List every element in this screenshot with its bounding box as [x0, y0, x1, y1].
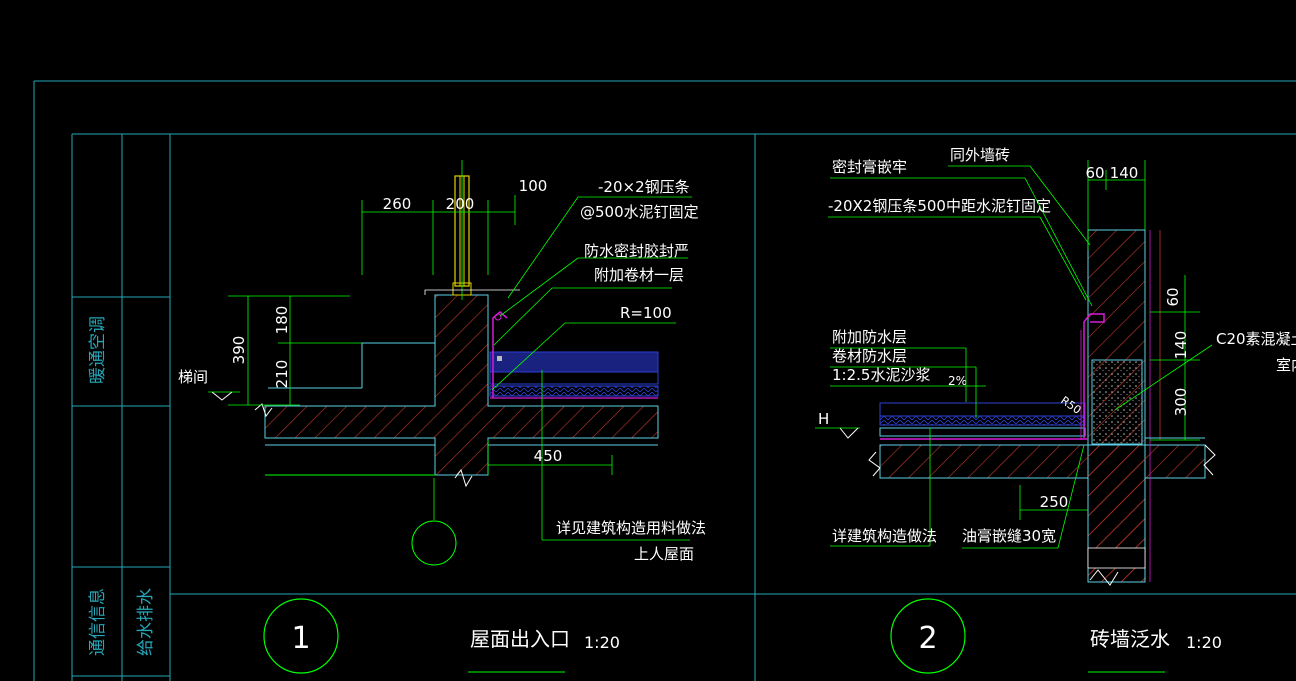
detail-2-dim-250: 250 [1040, 493, 1069, 511]
detail-2-label-same-brick: 同外墙砖 [950, 146, 1010, 164]
detail-2-label-c20: C20素混凝土 [1216, 330, 1296, 348]
detail-2-dim-140a: 140 [1110, 164, 1139, 182]
detail-1-dim-210: 210 [273, 360, 291, 389]
detail-2-label-h: H [818, 410, 829, 428]
detail-2-number: 2 [918, 621, 937, 656]
detail-2-c20-fill [1091, 359, 1143, 445]
detail-2-label-sealant: 密封膏嵌牢 [832, 158, 907, 176]
sheet-frame [33, 80, 1296, 681]
detail-1-dim-390: 390 [230, 336, 248, 365]
detail-1-concrete [264, 294, 659, 476]
detail-1-scale: 1:20 [584, 633, 620, 652]
detail-2-roof-layers [879, 402, 1086, 417]
detail-1-label-strip-2: @500水泥钉固定 [580, 203, 699, 221]
detail-2-brick-parapet: 60 140 60 140 300 250 2% R50 [815, 146, 1296, 674]
detail-2-dim-60b: 60 [1164, 287, 1182, 306]
detail-2-dim-r50: R50 [1058, 394, 1083, 417]
detail-1-label-roof-type: 上人屋面 [634, 545, 694, 563]
detail-1-label-stairwell: 梯间 [178, 368, 208, 386]
detail-1-dim-450: 450 [534, 447, 563, 465]
detail-2-label-indoor: 室内 [1276, 356, 1296, 374]
detail-2-slab [879, 444, 1206, 583]
detail-1-number: 1 [291, 621, 310, 656]
detail-1-label-radius: R=100 [620, 304, 672, 322]
detail-2-number-circle [890, 598, 966, 674]
sidebar-hvac-label: 暖通空调 [88, 316, 108, 384]
detail-1-dim-100: 100 [519, 177, 548, 195]
detail-1-number-circle [263, 598, 339, 674]
detail-2-dim-300: 300 [1172, 388, 1190, 417]
detail-1-dim-260: 260 [383, 195, 412, 213]
detail-1-label-strip-1: -20×2钢压条 [598, 178, 690, 196]
detail-1-step [361, 342, 435, 388]
sidebar-telecom-label: 通信信息 [88, 588, 108, 656]
detail-1-dim-200: 200 [446, 195, 475, 213]
detail-2-label-mortar: 1:2.5水泥沙浆 [832, 366, 930, 384]
detail-2-label-strip: -20X2钢压条500中距水泥钉固定 [828, 197, 1051, 215]
detail-2-title: 砖墙泛水 [1090, 627, 1170, 651]
detail-1-label-see-doc: 详见建筑构造用料做法 [556, 519, 706, 537]
detail-1-membrane-upturn [492, 311, 508, 398]
detail-1-title: 屋面出入口 [470, 627, 570, 651]
detail-1-label-sealant: 防水密封胶封严 [584, 242, 689, 260]
detail-2-dim-slope: 2% [948, 374, 967, 388]
detail-1-section-bubble [411, 520, 457, 566]
detail-2-membrane-upturn [1083, 313, 1105, 438]
detail-1-roof-access: 260 200 100 390 180 210 450 -20×2钢压条 @50… [178, 160, 706, 674]
detail-2-label-membrane-layer: 卷材防水层 [832, 347, 907, 365]
detail-2-dim-60a: 60 [1085, 164, 1104, 182]
sidebar-plumbing-label: 给水排水 [136, 588, 156, 656]
detail-1-label-extra-membrane: 附加卷材一层 [594, 266, 684, 284]
detail-2-scale: 1:20 [1186, 633, 1222, 652]
detail-1-dim-180: 180 [273, 306, 291, 335]
detail-2-dim-140b: 140 [1172, 331, 1190, 360]
sidebar-labels: 暖通空调 通信信息 给水排水 [88, 316, 156, 656]
detail-2-dimensions [1019, 160, 1200, 520]
detail-2-label-see-doc: 详建筑构造做法 [832, 527, 937, 545]
detail-1-leaders [208, 196, 692, 541]
detail-2-leaders [815, 165, 1213, 549]
detail-2-label-extra-waterproof: 附加防水层 [832, 328, 907, 346]
detail-2-label-joint: 油膏嵌缝30宽 [962, 527, 1056, 545]
detail-1-dimensions [228, 195, 613, 520]
